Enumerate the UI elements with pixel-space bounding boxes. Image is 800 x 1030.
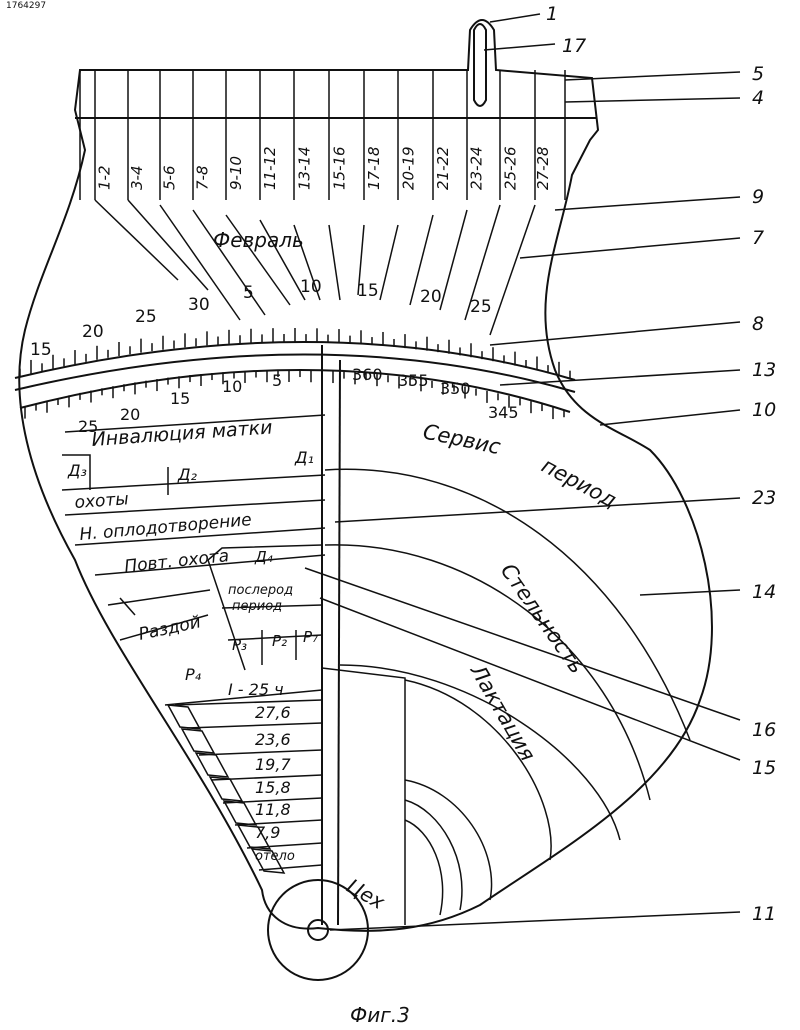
hub-pin [308,920,328,940]
callout-number: 23 [752,487,776,509]
step-label: 23,6 [255,730,291,749]
label-dry: Раздой [137,612,203,645]
label-repeat-oestrus: Повт. охота [123,546,230,577]
inner-scale-label: 5 [272,371,282,390]
callout-number: 17 [562,35,586,57]
step-box [168,705,200,729]
callout-number: 7 [752,227,764,249]
day-pair-label: 1-2 [96,166,114,191]
callout-number: 14 [752,581,776,603]
label-involution: Инвалюция матки [91,416,273,451]
day-pair-label: 5-6 [161,166,179,191]
label-postpartum-1: послерод [228,583,293,598]
label-insemination: Н. оплодотворение [79,510,253,545]
label-oestrus: охоты [74,489,129,513]
day-pair-label: 13-14 [296,146,314,190]
day-leader [440,210,467,310]
callout-number: 8 [752,313,764,335]
day-pair-label: 20-19 [400,146,418,190]
inner-scale-label: 15 [170,389,190,408]
day-leader [329,225,340,300]
day-leader [380,225,398,300]
inner-scale-label: 355 [398,371,429,390]
step-label: 7,9 [255,823,280,842]
step-rows: I - 25 ч27,623,619,715,811,87,9отело [175,680,322,870]
label-d2: Д₂ [177,465,198,484]
zone-service: Сервис [421,419,503,459]
inner-scale-label: 350 [440,379,471,398]
outer-scale-label: 25 [470,297,492,317]
zone-pregnancy: Стельность [496,559,589,678]
label-p7: Р₇ [303,628,318,646]
step-box [196,753,228,777]
day-pair-label: 25-26 [502,146,520,190]
label-p3: Р₃ [232,636,247,654]
inner-scale-label: 345 [488,403,519,422]
callout-number: 5 [752,63,764,85]
callout-number: 11 [752,903,776,925]
step-label: 15,8 [255,778,291,797]
inner-scale-label: 360 [352,365,383,384]
callout-number: 16 [752,719,776,741]
outer-scale-label: 5 [243,283,254,303]
zone-arcs [325,469,690,915]
slot-handle [474,24,486,106]
day-pair-label: 27-28 [534,146,552,190]
outer-scale-label: 10 [300,277,322,297]
step-box [224,801,256,825]
zone-shop: Цех [343,874,389,915]
month-label: Февраль [213,228,304,252]
day-leader [490,205,535,335]
zone-period: период [538,453,621,512]
outer-scale-label: 30 [188,295,210,315]
callout-number: 15 [752,757,776,779]
label-d3: Д₃ [67,461,87,480]
label-postpartum-2: период [232,599,282,614]
label-d4: Д₄ [254,548,273,566]
outer-scale-label: 20 [82,322,104,342]
day-pair-label: 3-4 [128,166,146,191]
pointer-right-edge [338,360,340,925]
outer-scale-label: 25 [135,307,157,327]
outer-scale-labels: 15 20 25 30 5 10 15 20 25 [30,277,492,360]
day-pair-label: 7-8 [194,166,212,191]
callout-number: 1 [546,3,558,25]
step-label: 27,6 [255,703,291,722]
day-pair-label: 21-22 [434,146,452,190]
inner-scale-label: 10 [222,377,242,396]
day-pair-label: 9-10 [227,156,245,190]
zone-lactation: Лактация [465,660,540,766]
outer-arc [15,342,575,380]
callout-number: 10 [752,399,776,421]
inner-scale-label: 20 [120,405,140,424]
day-pair-label: 15-16 [331,146,349,190]
corner-id: 1764297 [6,1,46,11]
step-box [210,777,242,801]
outer-scale-label: 15 [357,281,379,301]
label-p4: Р₄ [185,665,202,684]
figure-caption: Фиг.3 [350,1003,410,1027]
day-pair-label: 17-18 [365,146,383,190]
day-columns: 1-2 3-4 5-6 7-8 9-10 11-12 13-14 15-16 17-18 20-1… [80,70,565,335]
callout-number: 4 [752,87,764,109]
step-divider [187,723,322,728]
step-label: 11,8 [255,800,291,819]
callout-number: 9 [752,186,764,208]
day-pair-label: 11-12 [261,146,279,190]
day-pair-label: 23-24 [468,146,486,190]
step-label: I - 25 ч [228,680,284,699]
label-p2: Р₂ [272,632,287,650]
label-d1: Д₁ [294,448,314,467]
outer-scale-label: 15 [30,340,52,360]
step-label: 19,7 [255,755,291,774]
callout-number: 13 [752,359,776,381]
step-box [182,729,214,753]
inner-ticks [25,370,564,419]
outer-scale-label: 20 [420,287,442,307]
step-divider [259,865,322,870]
